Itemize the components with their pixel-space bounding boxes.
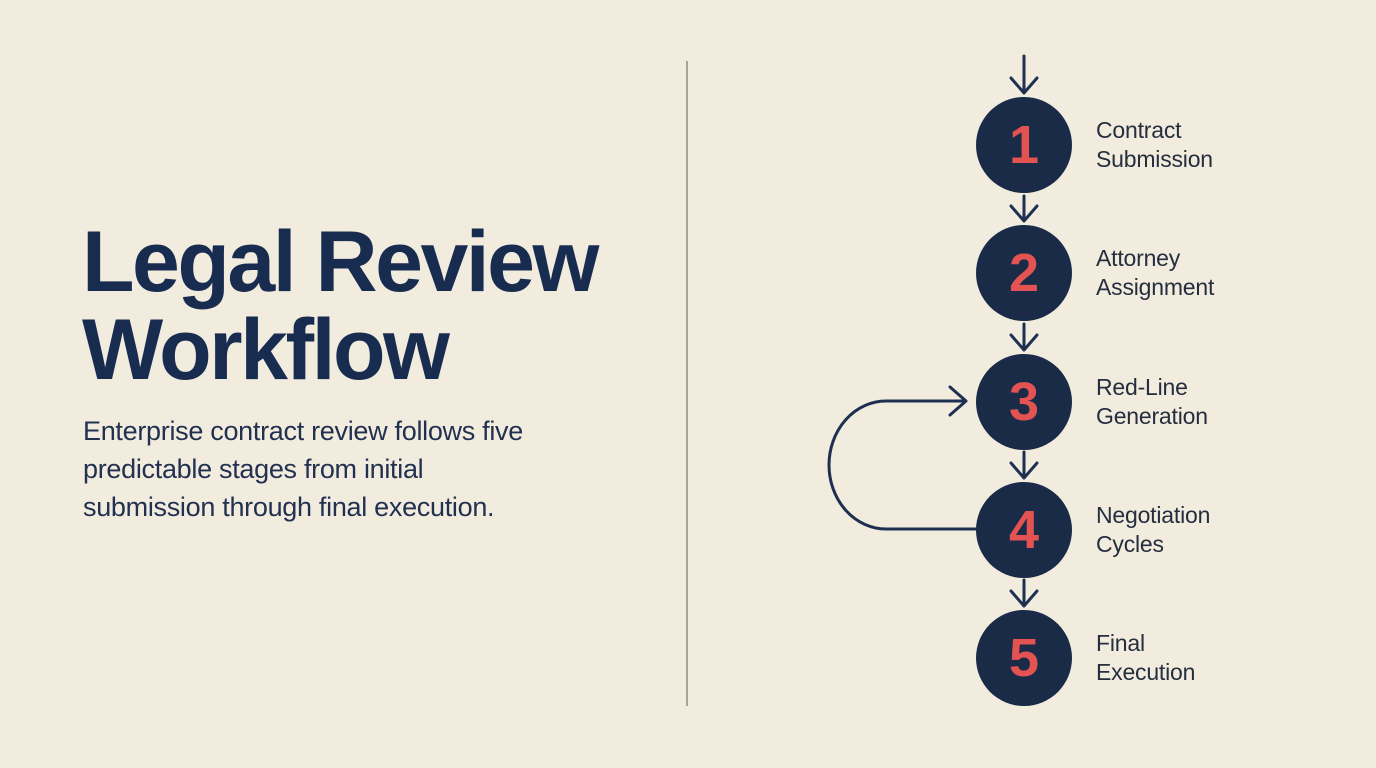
loop-arrow-4-to-3-icon <box>827 385 978 531</box>
arrow-down-start-icon <box>1009 54 1039 95</box>
step-circle-1: 1 <box>976 97 1072 193</box>
step-label-1: Contract Submission <box>1096 117 1213 172</box>
step-number-3: 3 <box>1008 372 1040 432</box>
step-circle-3: 3 <box>976 354 1072 450</box>
vertical-divider <box>686 61 688 706</box>
step-number-2: 2 <box>1008 243 1040 303</box>
step-number-4: 4 <box>1008 500 1040 560</box>
step-circle-4: 4 <box>976 482 1072 578</box>
step-number-1: 1 <box>1008 115 1040 175</box>
arrow-down-4-5-icon <box>1009 578 1039 608</box>
step-label-5: Final Execution <box>1096 630 1196 685</box>
arrow-down-1-2-icon <box>1009 194 1039 223</box>
arrow-down-2-3-icon <box>1009 322 1039 352</box>
step-number-5: 5 <box>1008 628 1040 688</box>
step-circle-5: 5 <box>976 610 1072 706</box>
arrow-down-3-4-icon <box>1009 450 1039 480</box>
step-label-2: Attorney Assignment <box>1096 245 1215 300</box>
step-label-3: Red-Line Generation <box>1096 374 1208 429</box>
step-label-4: Negotiation Cycles <box>1096 502 1211 557</box>
page-description: Enterprise contract review follows five … <box>83 416 523 522</box>
page-title: Legal Review Workflow <box>82 214 599 398</box>
step-circle-2: 2 <box>976 225 1072 321</box>
